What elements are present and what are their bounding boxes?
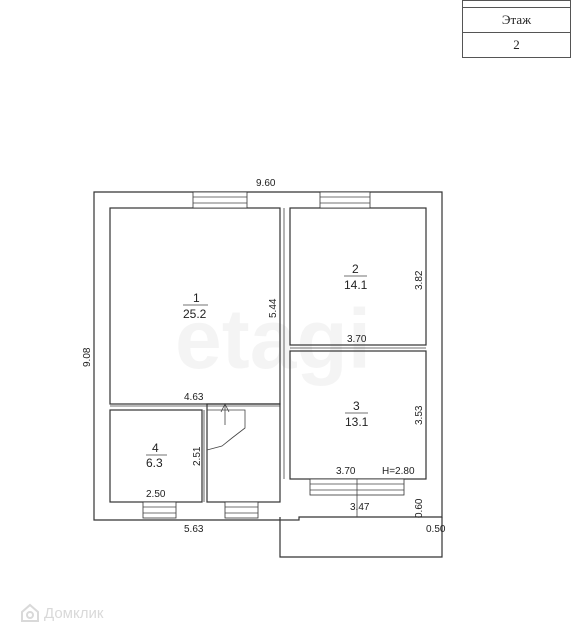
stairs xyxy=(206,409,246,451)
stairs-arrowhead xyxy=(220,403,230,413)
room-1-number: 1 xyxy=(193,291,200,305)
dim-room4-width: 2.50 xyxy=(146,489,166,500)
balcony-door xyxy=(309,478,405,517)
window-bottom-left xyxy=(142,501,177,519)
watermark: etagi xyxy=(175,292,371,386)
room-4-area: 6.3 xyxy=(146,456,163,470)
dim-partition: 5.44 xyxy=(268,298,279,318)
dim-room1-bottom: 4.63 xyxy=(184,392,204,403)
dim-balcony-side: 0.50 xyxy=(426,524,446,535)
room-2-number: 2 xyxy=(352,262,359,276)
window-bottom-middle xyxy=(224,501,259,519)
window-top-left xyxy=(192,191,248,209)
outer-wall xyxy=(93,191,443,521)
dim-balcony-depth: 0.60 xyxy=(414,498,425,518)
dim-top-width: 9.60 xyxy=(256,178,276,189)
dim-balcony-width: 3.47 xyxy=(350,502,370,513)
floor-table: Этаж 2 xyxy=(462,0,571,58)
brand-watermark: Домклик xyxy=(20,603,103,623)
dim-room2-height: 3.82 xyxy=(414,270,425,290)
dim-room4-height: 2.51 xyxy=(192,446,203,466)
balcony xyxy=(279,517,443,558)
room-1-area: 25.2 xyxy=(183,307,207,321)
dim-left-height: 9.08 xyxy=(82,347,93,367)
dim-room2-width: 3.70 xyxy=(347,334,367,345)
room-3-area: 13.1 xyxy=(345,415,369,429)
table-header-floor: Этаж xyxy=(462,7,571,33)
room-3-number: 3 xyxy=(353,399,360,413)
domclick-logo-icon xyxy=(21,603,39,622)
dim-room3-height: 3.53 xyxy=(414,405,425,425)
dim-room3-width: 3.70 xyxy=(336,466,356,477)
window-top-right xyxy=(319,191,371,209)
brand-text: Домклик xyxy=(44,604,104,622)
room-4-number: 4 xyxy=(152,441,159,455)
dim-bottom-left: 5.63 xyxy=(184,524,204,535)
stair-hall-outline xyxy=(206,403,281,503)
table-value-floor: 2 xyxy=(462,32,571,58)
room-2-area: 14.1 xyxy=(344,278,368,292)
ceiling-height: H=2.80 xyxy=(382,466,415,477)
